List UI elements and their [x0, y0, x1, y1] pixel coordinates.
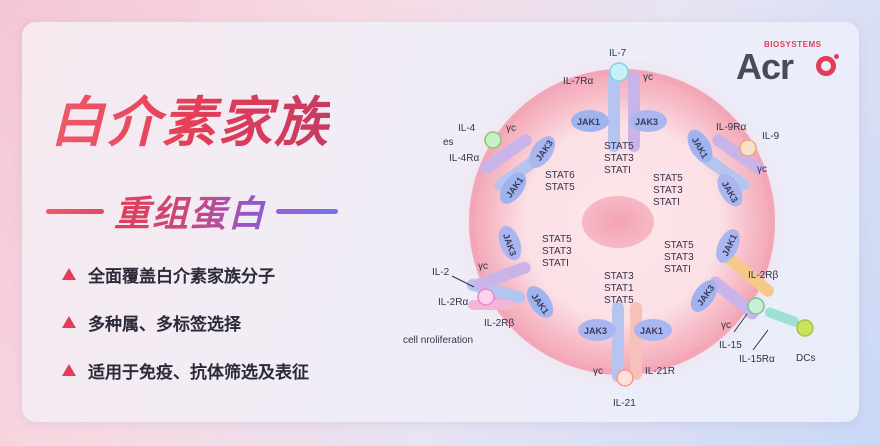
logo-tagline: BIOSYSTEMS [764, 40, 822, 49]
stat-label: STAT5 [604, 295, 634, 306]
jak3-icon [578, 319, 616, 341]
il2ra-label: IL-2Rα [438, 297, 468, 308]
page-title: 白介素家族 [50, 78, 330, 157]
stat-label: STAT5 [545, 182, 575, 193]
il4-ligand-icon [484, 131, 502, 149]
jak1-icon [526, 286, 554, 318]
il7-receptor-group: IL-7 IL-7Rα γc JAK1 JAK3 STAT5 STAT3 STA… [563, 48, 667, 176]
il7ra-label: IL-7Rα [563, 76, 593, 87]
feature-list: 全面覆盖白介素家族分子 多种属、多标签选择 适用于免疫、抗体筛选及表征 [62, 262, 309, 406]
stat-label: STAT1 [604, 283, 634, 294]
il2-receptor-group: IL-2 γc IL-2Rα IL-2Rβ cell nroliferation… [403, 225, 572, 346]
stat-label: STAT5 [653, 173, 683, 184]
jak1-icon [634, 319, 672, 341]
il2rb-label: IL-2Rβ [484, 318, 514, 329]
il2-ligand-icon [477, 288, 495, 306]
stat-label: STAT3 [664, 252, 694, 263]
il21-receptor-group: JAK3 JAK1 STAT3 STAT1 STAT5 γc IL-21R IL… [578, 271, 675, 409]
dcs-label: DCs [796, 353, 815, 364]
stat-label: STATI [542, 258, 569, 269]
il4-receptor-group: IL-4 es IL-4Rα γc JAK3 JAK1 STAT6 STAT5 [443, 123, 575, 204]
page-subtitle: 重组蛋白 [114, 185, 266, 237]
es-label: es [443, 137, 454, 148]
jak3-label: JAK3 [635, 117, 658, 127]
yc-label: γc [757, 164, 767, 175]
stat-label: STAT3 [542, 246, 572, 257]
jak1-icon [716, 229, 740, 263]
il9-ligand-icon [739, 139, 757, 157]
feature-text: 适用于免疫、抗体筛选及表征 [88, 362, 309, 383]
il9-receptor-group: IL-9Rα IL-9 γc JAK1 JAK3 STAT5 STAT3 STA… [653, 122, 780, 208]
il21-ligand-icon [616, 369, 634, 387]
feature-item: 适用于免疫、抗体筛选及表征 [62, 358, 309, 383]
jak1-icon [499, 172, 527, 204]
triangle-icon [62, 364, 76, 376]
stat-label: STAT5 [542, 234, 572, 245]
stat-label: STAT5 [664, 240, 694, 251]
jak3-icon [629, 110, 667, 132]
cell-nucleus [582, 196, 654, 248]
il9ra-label: IL-9Rα [716, 122, 746, 133]
il15-receptor-group: JAK1 JAK3 STAT5 STAT3 STATI IL-2Rβ γc IL… [664, 229, 815, 365]
jak3-icon [717, 173, 743, 207]
il7-ligand-icon [609, 62, 629, 82]
il7-label: IL-7 [609, 48, 627, 59]
arrow-icon [752, 329, 769, 351]
triangle-icon [62, 316, 76, 328]
stat-label: STATI [604, 165, 631, 176]
jak1-label: JAK1 [640, 326, 663, 336]
jak3-label: JAK3 [584, 326, 607, 336]
stat-label: STAT3 [604, 153, 634, 164]
stat-label: STAT3 [653, 185, 683, 196]
yc-label: γc [593, 366, 603, 377]
il21-label: IL-21 [613, 398, 636, 409]
acro-logo: BIOSYSTEMS Acr [736, 40, 846, 90]
jak1-icon [571, 110, 609, 132]
subtitle-row: 重组蛋白 [46, 185, 339, 237]
il4-label: IL-4 [458, 123, 476, 134]
dcs-cell-icon [796, 319, 814, 337]
feature-item: 全面覆盖白介素家族分子 [62, 262, 309, 287]
il21r-label: IL-21R [645, 366, 675, 377]
stat-label: STATI [653, 197, 680, 208]
stat-label: STAT3 [604, 271, 634, 282]
feature-text: 全面覆盖白介素家族分子 [88, 266, 275, 287]
logo-wordmark: Acr [736, 46, 794, 87]
logo-o-icon [816, 56, 836, 76]
yc-label: γc [721, 320, 731, 331]
feature-text: 多种属、多标签选择 [88, 314, 241, 335]
il4ra-label: IL-4Rα [449, 153, 479, 164]
stat-label: STAT5 [604, 141, 634, 152]
jak3-icon [528, 136, 556, 168]
il15-label: IL-15 [719, 340, 742, 351]
il15-ligand-icon [747, 297, 765, 315]
arrow-icon [451, 275, 475, 288]
triangle-icon [62, 268, 76, 280]
yc-label: γc [506, 123, 516, 134]
il2rb-label: IL-2Rβ [748, 270, 778, 281]
il9-label: IL-9 [762, 131, 780, 142]
cell-proliferation-label: cell nroliferation [403, 335, 473, 346]
il15ra-label: IL-15Rα [739, 354, 775, 365]
yc-label: γc [478, 261, 488, 272]
yc-label: γc [643, 72, 653, 83]
feature-item: 多种属、多标签选择 [62, 310, 309, 335]
stat-label: STATI [664, 264, 691, 275]
dash-right [276, 208, 339, 214]
dash-left [46, 208, 104, 214]
logo-dot-icon [834, 54, 839, 59]
jak1-label: JAK1 [577, 117, 600, 127]
stat-label: STAT6 [545, 170, 575, 181]
il2-label: IL-2 [432, 267, 450, 278]
jak3-icon [690, 280, 718, 312]
arrow-icon [733, 313, 748, 333]
jak3-icon [498, 225, 522, 261]
jak1-icon [687, 129, 713, 163]
